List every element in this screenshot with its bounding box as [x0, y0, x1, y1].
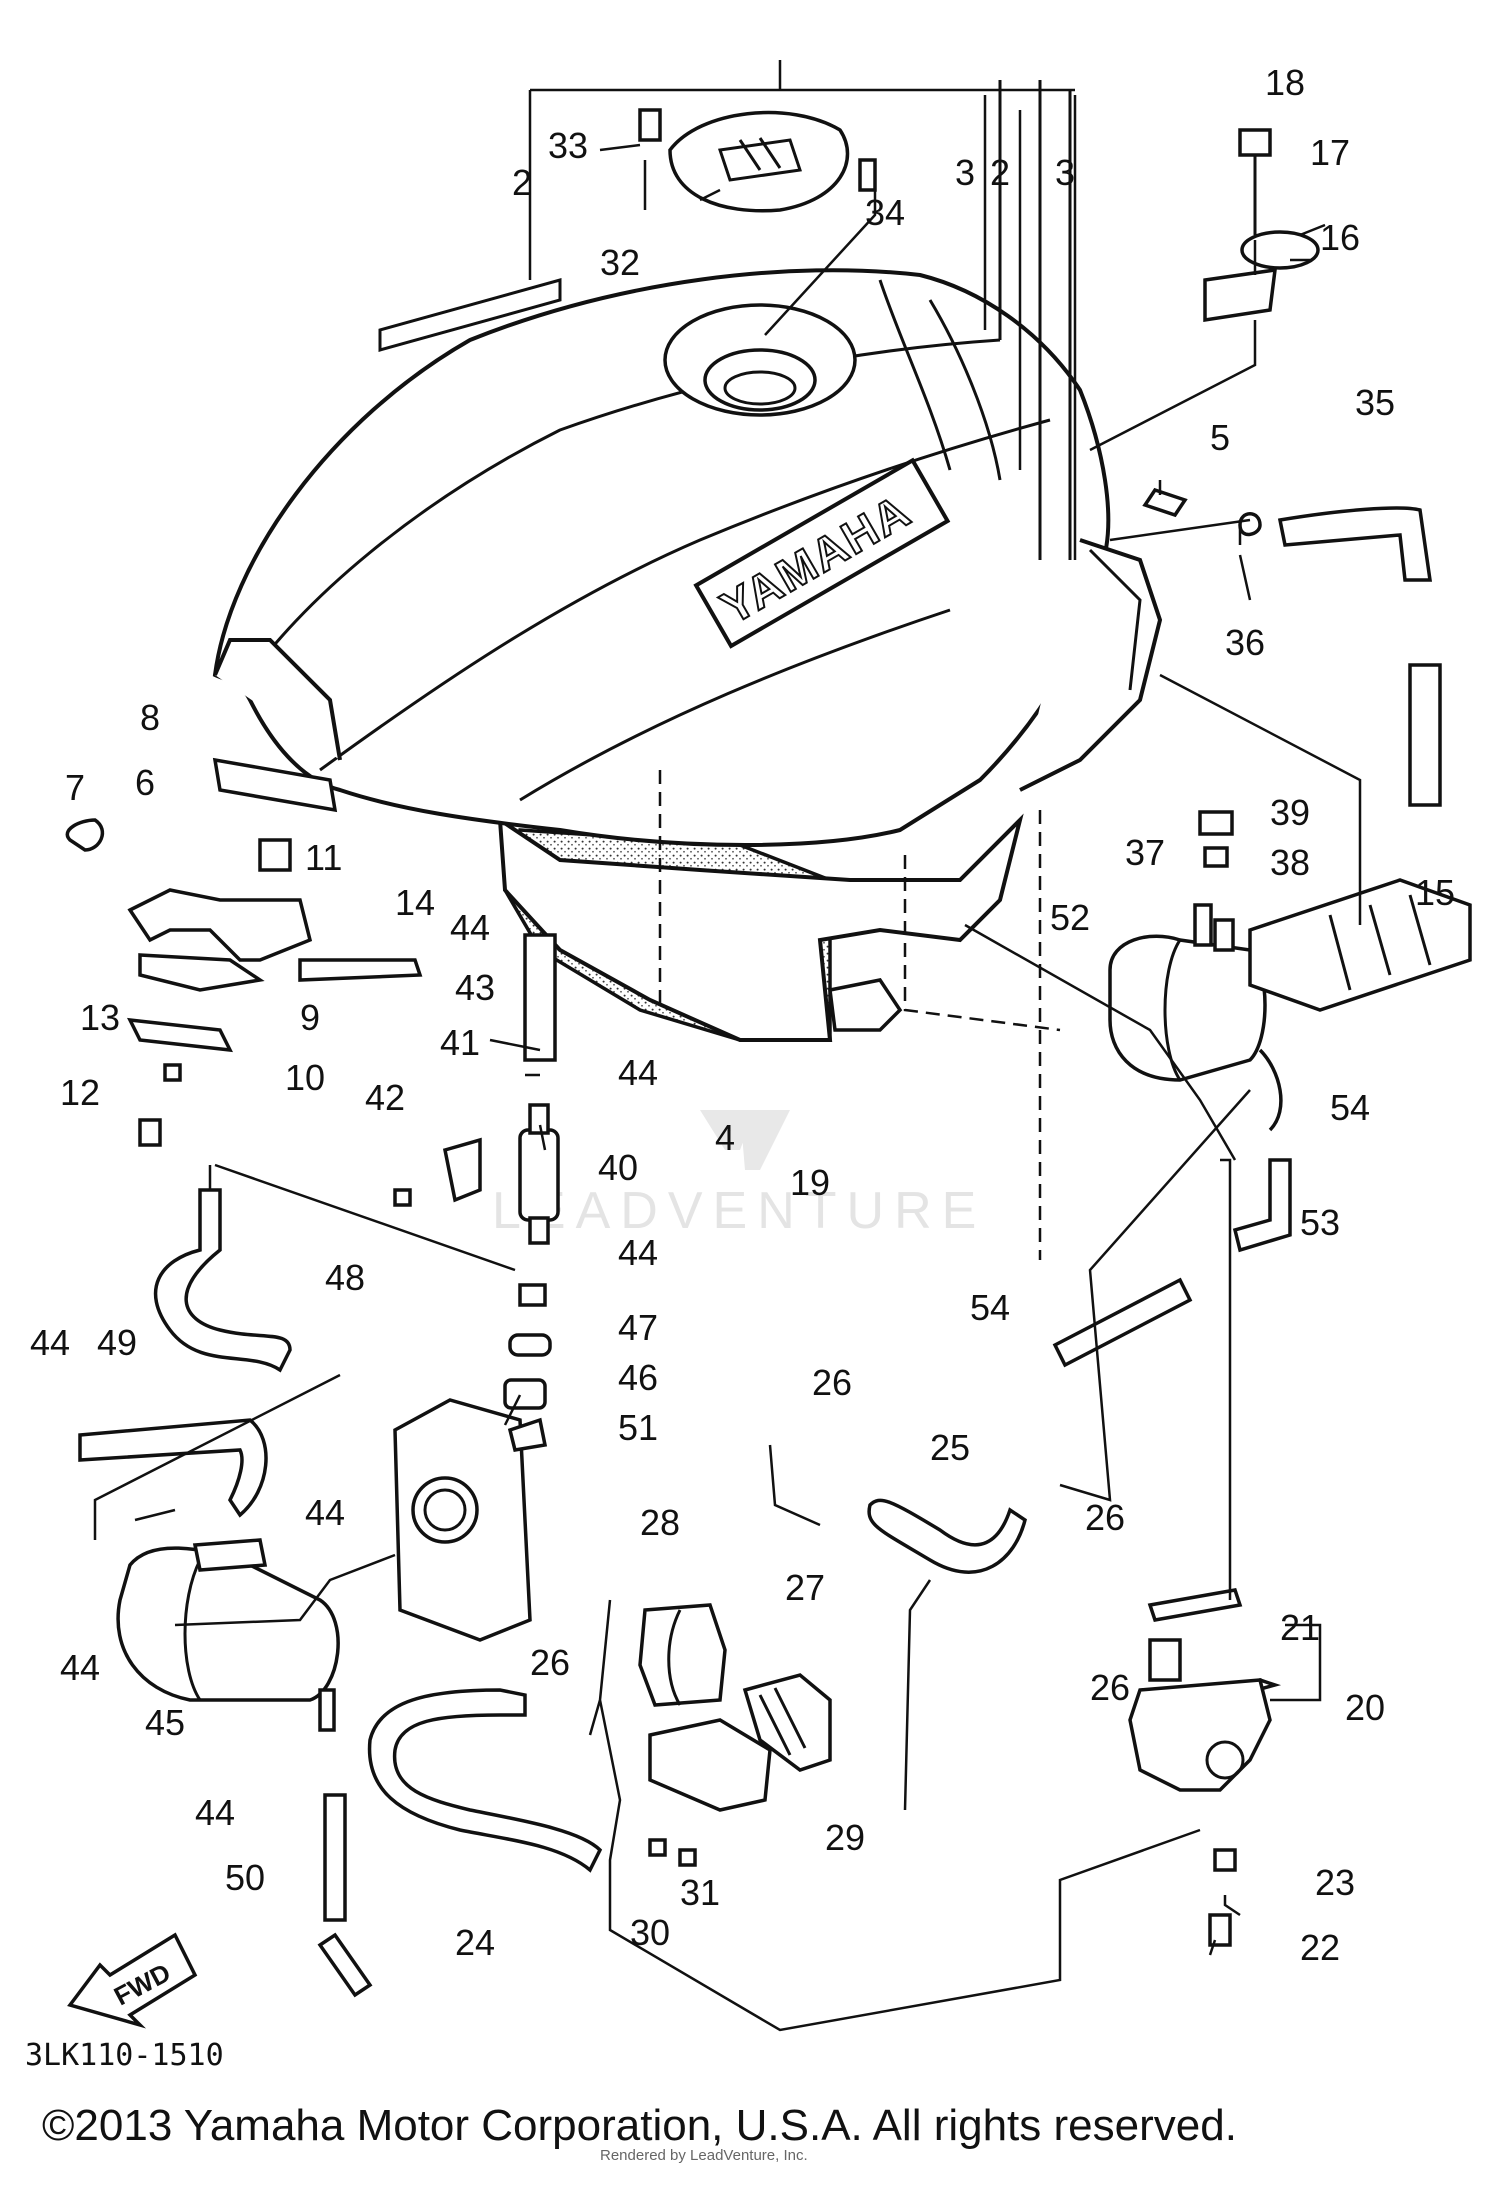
callout-44: 44: [450, 907, 490, 948]
callout-14: 14: [395, 882, 435, 923]
callout-38: 38: [1270, 842, 1310, 883]
callout-53: 53: [1300, 1202, 1340, 1243]
callout-35: 35: [1355, 382, 1395, 423]
callout-42: 42: [365, 1077, 405, 1118]
callout-2: 2: [990, 152, 1010, 193]
callout-26: 26: [1085, 1497, 1125, 1538]
callout-44: 44: [195, 1792, 235, 1833]
callout-3: 3: [1055, 152, 1075, 193]
callout-52: 52: [1050, 897, 1090, 938]
fuel-tank: YAMAHA: [212, 80, 1163, 1042]
left-brackets: [65, 757, 423, 1147]
callout-32: 32: [600, 242, 640, 283]
callout-24: 24: [455, 1922, 495, 1963]
callout-2: 2: [512, 162, 532, 203]
callout-13: 13: [80, 997, 120, 1038]
callout-43: 43: [455, 967, 495, 1008]
callout-20: 20: [1345, 1687, 1385, 1728]
copyright-notice: ©2013 Yamaha Motor Corporation, U.S.A. A…: [42, 2101, 1237, 2150]
callout-26: 26: [812, 1362, 852, 1403]
callout-31: 31: [680, 1872, 720, 1913]
callout-37: 37: [1125, 832, 1165, 873]
tank-bottom: [497, 813, 1024, 1042]
callout-26: 26: [1090, 1667, 1130, 1708]
callout-6: 6: [135, 762, 155, 803]
callout-28: 28: [640, 1502, 680, 1543]
part-19: [828, 978, 903, 1032]
fuel-cock: [1128, 1588, 1272, 1947]
callout-34: 34: [865, 192, 905, 233]
callout-48: 48: [325, 1257, 365, 1298]
reference-code: 3LK110-1510: [25, 2038, 224, 2073]
callout-39: 39: [1270, 792, 1310, 833]
callout-numbers: 33 2 32 34 3 2 3 18 17 16 35 5 36 8 7 6 …: [30, 62, 1455, 1968]
watermark-text: LEADVENTURE: [492, 1182, 986, 1240]
callout-47: 47: [618, 1307, 658, 1348]
callout-30: 30: [630, 1912, 670, 1953]
callout-41: 41: [440, 1022, 480, 1063]
callout-45: 45: [145, 1702, 185, 1743]
callout-9: 9: [300, 997, 320, 1038]
callout-8: 8: [140, 697, 160, 738]
callout-29: 29: [825, 1817, 865, 1858]
callout-33: 33: [548, 125, 588, 166]
callout-4: 4: [715, 1117, 735, 1158]
callout-49: 49: [97, 1322, 137, 1363]
fwd-arrow: FWD: [67, 1932, 198, 2029]
callout-23: 23: [1315, 1862, 1355, 1903]
callout-27: 27: [785, 1567, 825, 1608]
callout-44: 44: [618, 1052, 658, 1093]
callout-44: 44: [618, 1232, 658, 1273]
render-credit: Rendered by LeadVenture, Inc.: [600, 2147, 808, 2164]
callout-21: 21: [1280, 1607, 1320, 1648]
upper-right-parts: [1142, 128, 1442, 807]
callout-46: 46: [618, 1357, 658, 1398]
canister-52: [1108, 810, 1472, 1132]
fuel-filter-assembly: [393, 933, 560, 1245]
callout-19: 19: [790, 1162, 830, 1203]
callout-15: 15: [1415, 872, 1455, 913]
callout-44: 44: [60, 1647, 100, 1688]
callout-26: 26: [530, 1642, 570, 1683]
callout-5: 5: [1210, 417, 1230, 458]
callout-25: 25: [930, 1427, 970, 1468]
callout-16: 16: [1320, 217, 1360, 258]
callout-11: 11: [305, 837, 342, 878]
dashed-links: [658, 770, 1061, 1260]
callout-40: 40: [598, 1147, 638, 1188]
watermark: LEADVENTURE: [492, 1110, 986, 1240]
callout-22: 22: [1300, 1927, 1340, 1968]
callout-17: 17: [1310, 132, 1350, 173]
callout-12: 12: [60, 1072, 100, 1113]
callout-7: 7: [65, 767, 85, 808]
callout-54: 54: [970, 1287, 1010, 1328]
callout-18: 18: [1265, 62, 1305, 103]
callout-3: 3: [955, 152, 975, 193]
callout-10: 10: [285, 1057, 325, 1098]
callout-36: 36: [1225, 622, 1265, 663]
hoses: [78, 1158, 1292, 1998]
fuel-cap: [638, 108, 877, 213]
callout-50: 50: [225, 1857, 265, 1898]
leader-lines: [93, 60, 1362, 2032]
fuel-pump: [638, 1603, 832, 1867]
callout-54: 54: [1330, 1087, 1370, 1128]
callout-44: 44: [30, 1322, 70, 1363]
callout-51: 51: [618, 1407, 658, 1448]
callout-44: 44: [305, 1492, 345, 1533]
